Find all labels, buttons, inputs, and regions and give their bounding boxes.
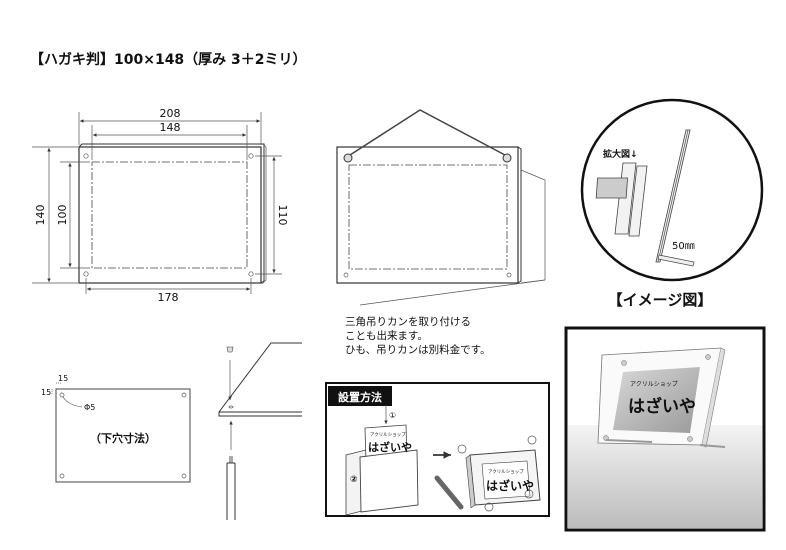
- image-sign-large-text: はざいや: [628, 396, 696, 417]
- install-result-sign-large-text: はざいや: [486, 478, 534, 493]
- product-image: [564, 326, 766, 532]
- image-heading: 【イメージ図】: [608, 291, 713, 309]
- install-heading: 設置方法: [338, 390, 382, 404]
- dim-insert-width: 148: [160, 121, 181, 134]
- dim-overall-width: 208: [160, 107, 181, 120]
- hole-diameter: Φ5: [84, 403, 95, 412]
- install-result-sign-small-text: アクリルショップ: [488, 469, 524, 475]
- hanging-note-line-2: ことも出来ます。: [345, 329, 428, 342]
- dim-hole-vertical: 110: [276, 205, 289, 226]
- dim-overall-height: 140: [34, 205, 47, 226]
- front-view-drawing: [32, 112, 282, 294]
- dim-hole-horizontal: 178: [158, 291, 179, 304]
- install-sign-small-text: アクリルショップ: [370, 432, 406, 438]
- install-step-2: ②: [350, 475, 358, 485]
- page-title: 【ハガキ判】100×148（厚み 3＋2ミリ）: [30, 51, 307, 68]
- zoom-detail-circle: [580, 98, 764, 282]
- hole-layout-drawing: [51, 382, 191, 483]
- stand-length-label: 50㎜: [672, 241, 695, 252]
- image-sign-small-text: アクリルショップ: [630, 381, 678, 388]
- exploded-assembly-drawing: [218, 342, 302, 520]
- hole-offset-y: 15: [41, 388, 51, 397]
- hole-offset-x: 15: [58, 374, 68, 383]
- installation-panel: [325, 382, 550, 517]
- hole-layout-caption: （下穴寸法）: [90, 431, 156, 445]
- zoom-detail-label: 拡大図↓: [603, 148, 638, 160]
- hanging-view-drawing: [336, 109, 546, 306]
- hanging-note-line-1: 三角吊りカンを取り付ける: [345, 315, 471, 328]
- install-step-1: ①: [389, 411, 396, 420]
- hanging-note-line-3: ひも、吊りカンは別料金です。: [345, 343, 491, 356]
- dim-insert-height: 100: [56, 205, 69, 226]
- install-sign-large-text: はざいや: [368, 440, 412, 454]
